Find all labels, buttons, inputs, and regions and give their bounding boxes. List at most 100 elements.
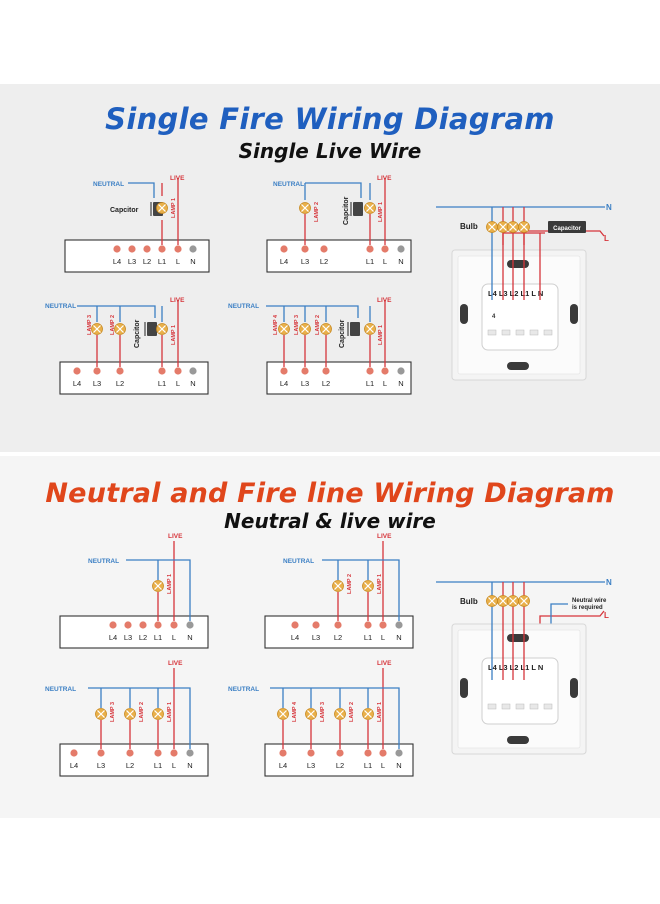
terminal-label-l3: L3 <box>93 379 101 388</box>
lamp-4-label: LAMP 4 <box>273 314 279 335</box>
module-vent <box>529 329 539 336</box>
terminal-label-l: L <box>176 257 180 266</box>
lamp-cross <box>336 710 344 718</box>
lamp-cross <box>307 710 315 718</box>
terminal-label-l4: L4 <box>291 633 299 642</box>
terminal-l2 <box>143 245 151 253</box>
terminal-label-n: N <box>396 633 401 642</box>
terminal-l1 <box>364 621 372 629</box>
lamp-cross <box>499 223 507 231</box>
mount-slot <box>507 736 529 744</box>
live-label: LIVE <box>377 660 392 667</box>
lamp-cross <box>116 325 124 333</box>
lamp-3-label: LAMP 3 <box>110 702 116 722</box>
terminal-label-l3: L3 <box>128 257 136 266</box>
terminal-l3 <box>307 749 315 757</box>
live-label: LIVE <box>377 175 392 182</box>
lamp-1-label: LAMP 1 <box>377 574 383 594</box>
module-terminals-label: L4 L3 L2 L1 L N <box>488 289 543 298</box>
lamp-cross <box>509 597 517 605</box>
terminal-label-l: L <box>172 633 176 642</box>
neutral-label: NEUTRAL <box>93 181 124 188</box>
terminal-n <box>395 749 403 757</box>
neutral-fire-title: Neutral and Fire line Wiring Diagram <box>45 478 615 509</box>
terminal-l2 <box>320 245 328 253</box>
terminal-l1 <box>154 749 162 757</box>
terminal-label-l: L <box>176 379 180 388</box>
terminal-box <box>266 361 412 395</box>
terminal-l4 <box>280 245 288 253</box>
relay-module <box>481 283 559 351</box>
lamp-1-label: LAMP 1 <box>378 202 384 222</box>
lamp-cross <box>280 325 288 333</box>
terminal-label-l4: L4 <box>280 257 288 266</box>
terminal-l3 <box>97 749 105 757</box>
terminal-label-l4: L4 <box>73 379 81 388</box>
lamp-cross <box>364 710 372 718</box>
terminal-box <box>59 615 209 649</box>
terminal-n <box>189 367 197 375</box>
terminal-label-l4: L4 <box>109 633 117 642</box>
terminal-n <box>186 749 194 757</box>
lamp-3-label: LAMP 3 <box>320 702 326 722</box>
relay-module <box>481 657 559 725</box>
terminal-n <box>395 621 403 629</box>
capacitor-icon <box>350 322 360 336</box>
terminal-l2 <box>116 367 124 375</box>
terminal-label-n: N <box>398 257 403 266</box>
live-label: LIVE <box>170 297 185 304</box>
neutral-live-subtitle: Neutral & live wire <box>224 509 436 533</box>
neutral-label: NEUTRAL <box>228 303 259 310</box>
module-terminals-label: L4 L3 L2 L1 L N <box>488 663 543 672</box>
module-vent <box>501 703 511 710</box>
terminal-l4 <box>280 367 288 375</box>
module-vent <box>543 703 553 710</box>
module-vent <box>515 329 525 336</box>
mount-slot <box>507 260 529 268</box>
terminal-l1 <box>366 245 374 253</box>
lamp-cross <box>97 710 105 718</box>
lamp-cross <box>520 223 528 231</box>
terminal-label-l1: L1 <box>158 257 166 266</box>
terminal-l3 <box>124 621 132 629</box>
neutral-wire <box>88 687 191 749</box>
module-vent <box>501 329 511 336</box>
terminal-l2 <box>322 367 330 375</box>
neutral-wire <box>128 182 155 198</box>
terminal-l4 <box>291 621 299 629</box>
terminal-label-l1: L1 <box>364 633 372 642</box>
terminal-l3 <box>301 245 309 253</box>
bulb-label: Bulb <box>460 597 478 606</box>
lamp-2-label: LAMP 2 <box>110 315 116 335</box>
capacitor-label: Capcitor <box>110 207 139 214</box>
single-live-subtitle: Single Live Wire <box>238 139 422 163</box>
terminal-label-l4: L4 <box>113 257 121 266</box>
bulb-label: Bulb <box>460 222 478 231</box>
terminal-l <box>174 245 182 253</box>
terminal-label-l3: L3 <box>301 379 309 388</box>
lamp-2-label: LAMP 2 <box>315 315 321 335</box>
terminal-label-n: N <box>398 379 403 388</box>
lamp-2-label: LAMP 2 <box>349 702 355 722</box>
terminal-l2 <box>139 621 147 629</box>
terminal-l <box>379 621 387 629</box>
live-label: LIVE <box>168 660 183 667</box>
module-vent <box>515 703 525 710</box>
neutral-label: NEUTRAL <box>228 686 259 693</box>
lamp-cross <box>364 582 372 590</box>
module-vent <box>487 703 497 710</box>
terminal-label-l4: L4 <box>280 379 288 388</box>
lamp-1-label: LAMP 1 <box>167 574 173 594</box>
terminal-label-n: N <box>187 761 192 770</box>
terminal-label-l3: L3 <box>124 633 132 642</box>
terminal-l1 <box>158 367 166 375</box>
terminal-box <box>64 239 210 273</box>
neutral-label: NEUTRAL <box>273 181 304 188</box>
terminal-l <box>170 749 178 757</box>
terminal-l3 <box>301 367 309 375</box>
terminal-box <box>266 239 412 273</box>
terminal-label-l1: L1 <box>364 761 372 770</box>
lamp-2-label: LAMP 2 <box>347 574 353 594</box>
mount-slot <box>507 634 529 642</box>
